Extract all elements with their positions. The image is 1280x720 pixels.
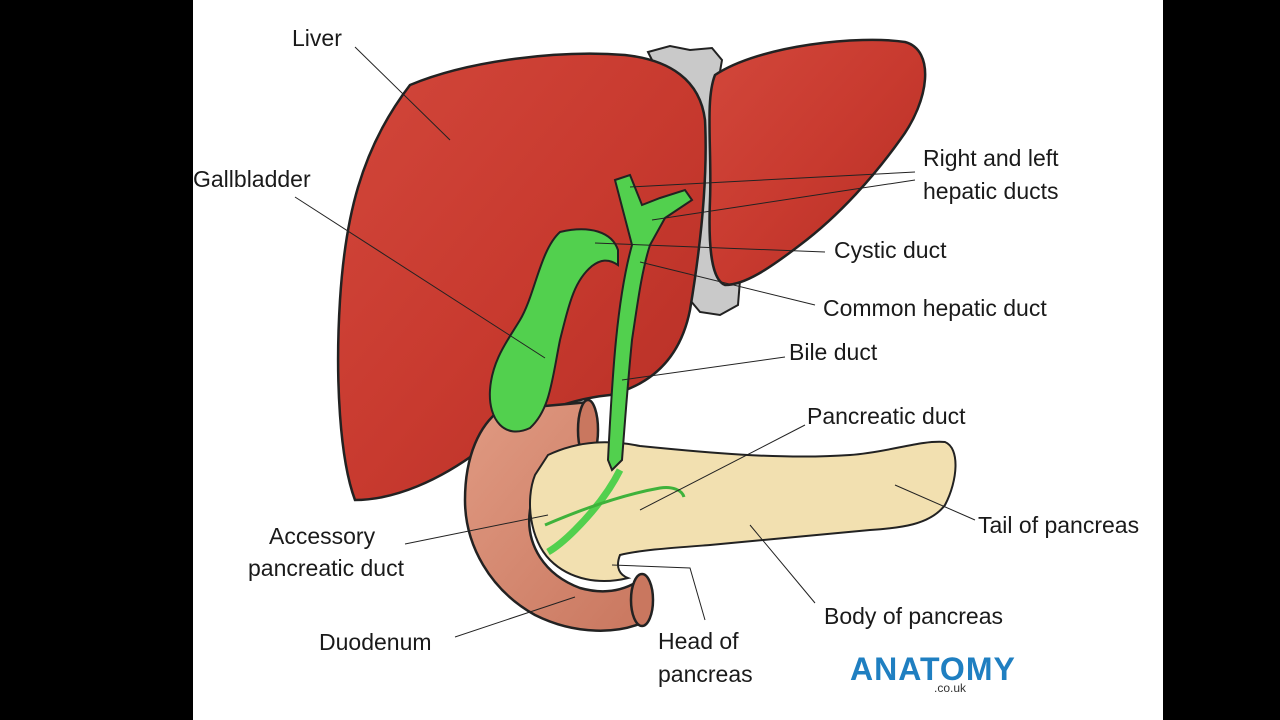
leader-lines <box>294 46 976 638</box>
label-duodenum: Duodenum <box>319 629 432 655</box>
label-body-of-pancreas: Body of pancreas <box>824 603 1004 629</box>
label-gallbladder: Gallbladder <box>193 166 311 192</box>
label-accessory-1: Accessory <box>269 523 376 549</box>
label-hepatic-ducts-1: Right and left <box>923 145 1059 171</box>
pancreas-shape <box>529 440 957 582</box>
label-hepatic-ducts-2: hepatic ducts <box>923 178 1059 204</box>
duct-lower <box>546 468 624 556</box>
label-pancreatic-duct: Pancreatic duct <box>807 403 966 429</box>
label-common-hepatic-duct: Common hepatic duct <box>823 295 1047 321</box>
liver-left-lobe <box>708 38 927 287</box>
label-tail-of-pancreas: Tail of pancreas <box>978 512 1140 538</box>
label-bile-duct: Bile duct <box>789 339 878 365</box>
label-liver: Liver <box>292 25 342 51</box>
label-cystic-duct: Cystic duct <box>834 237 947 263</box>
label-head-1: Head of <box>658 628 739 654</box>
label-head-2: pancreas <box>658 661 753 687</box>
logo-text: ANATOMY <box>850 651 1016 687</box>
duct-shape <box>606 173 694 472</box>
anatomy-logo: ANATOMY .co.uk <box>850 650 1025 705</box>
logo-domain: .co.uk <box>934 681 967 695</box>
gallbladder-shape <box>488 228 619 433</box>
label-accessory-2: pancreatic duct <box>248 555 404 581</box>
duodenum-opening-bottom <box>629 572 655 628</box>
